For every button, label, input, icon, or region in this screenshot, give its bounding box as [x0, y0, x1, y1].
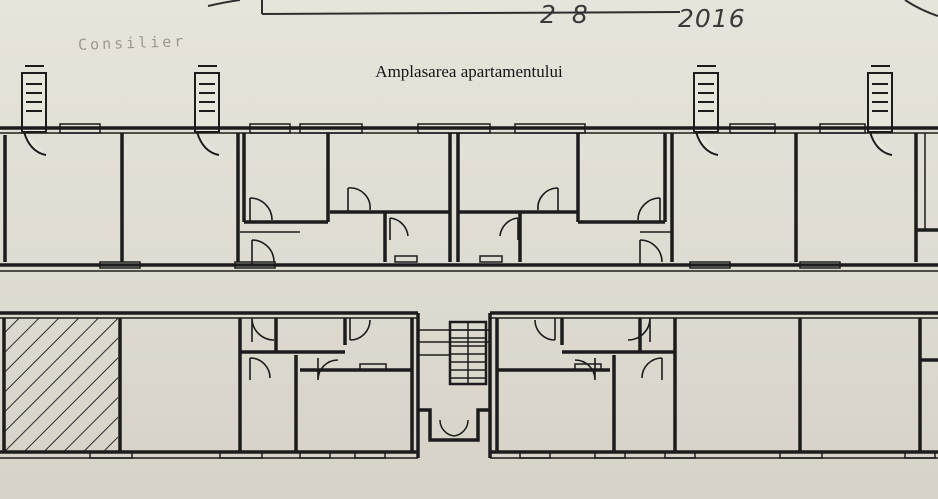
- hatched-apartment: [4, 318, 118, 452]
- shaft-1: [21, 65, 47, 156]
- shaft-2: [194, 65, 220, 156]
- stamp-year: 2016: [678, 4, 746, 33]
- shaft-4: [867, 65, 893, 156]
- shaft-3: [693, 65, 719, 156]
- bottom-block-doors: [249, 317, 663, 381]
- top-block-walls: [0, 123, 938, 272]
- stamp-box: [207, 0, 938, 17]
- top-block-doors: [249, 187, 663, 265]
- staircase: [418, 320, 490, 437]
- ventilation-shafts: [21, 65, 893, 156]
- page-title: Amplasarea apartamentului: [375, 62, 563, 81]
- bottom-block-walls: [0, 311, 938, 459]
- stamp-date: 2 8: [540, 0, 592, 29]
